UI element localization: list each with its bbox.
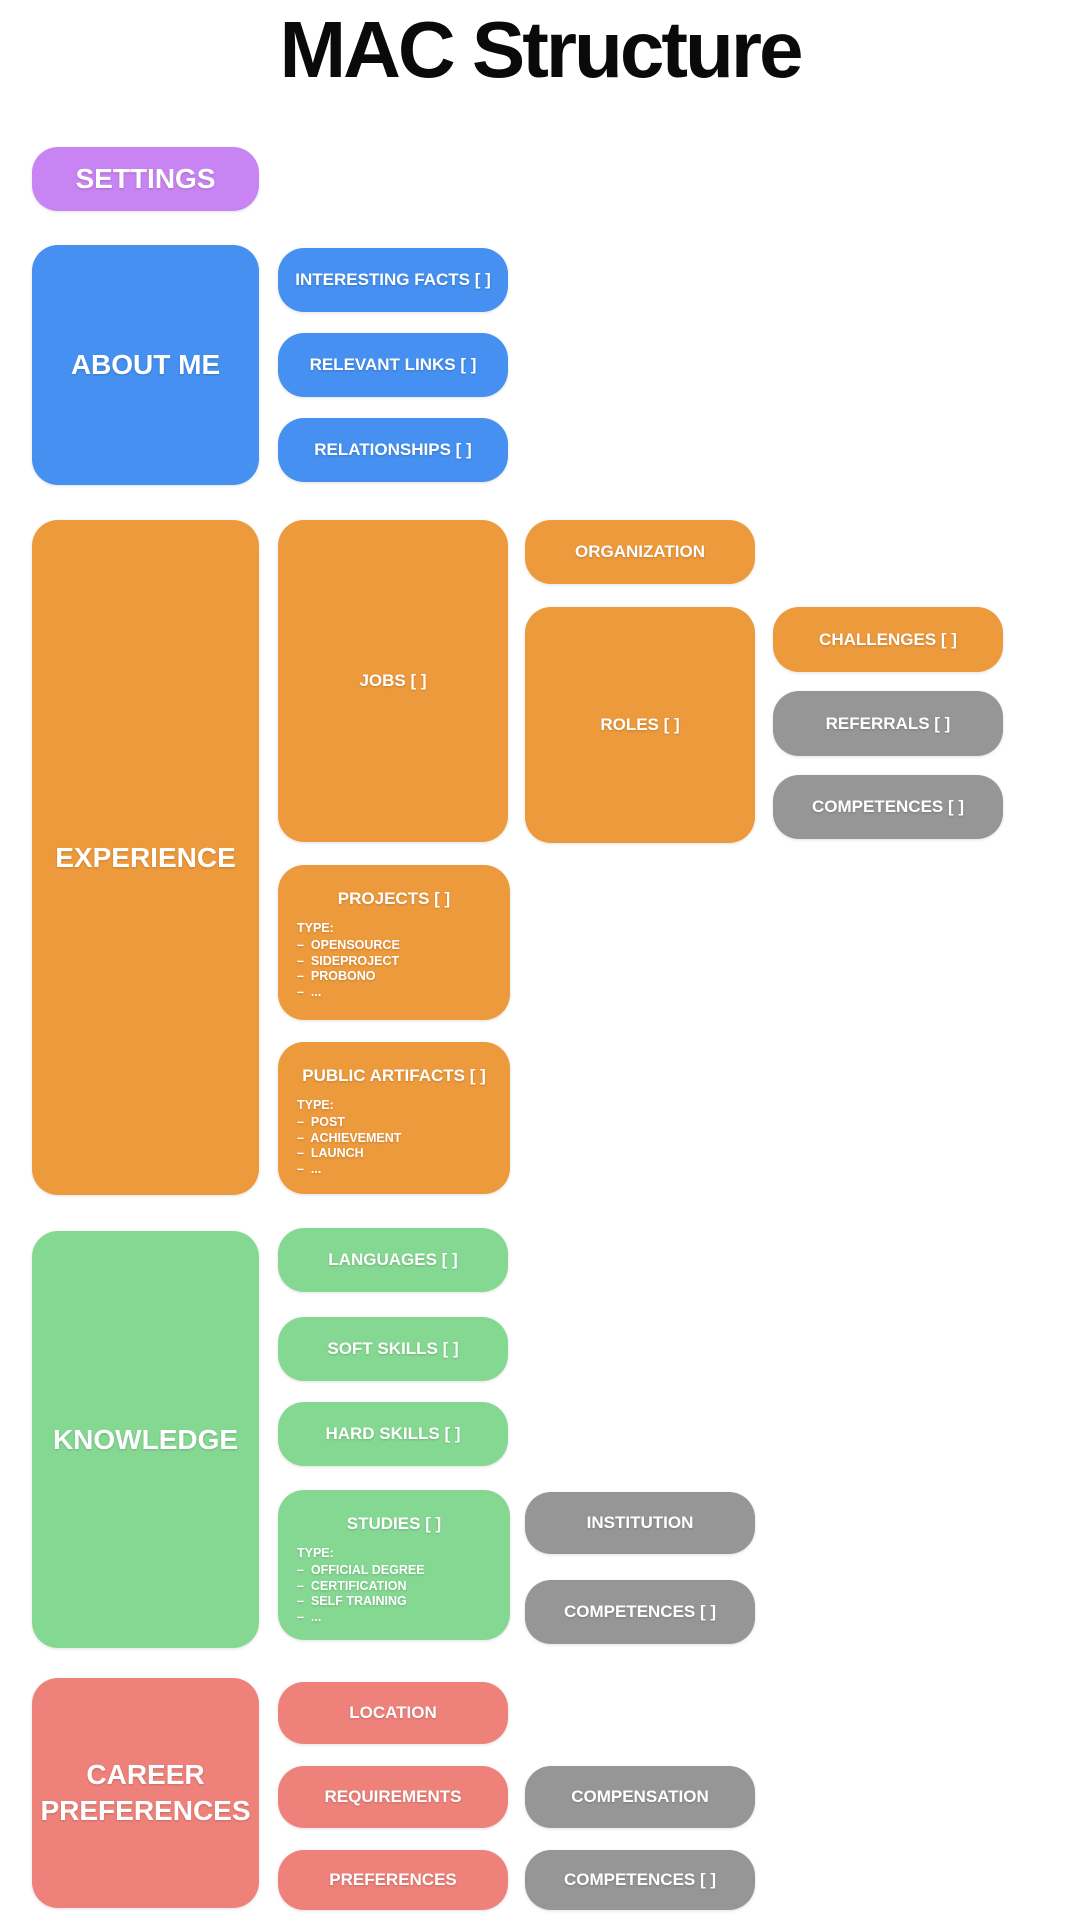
public-artifacts-node: PUBLIC ARTIFACTS [ ] TYPE: – POST– ACHIE… xyxy=(278,1042,510,1194)
location-node: LOCATION xyxy=(278,1682,508,1744)
studies-type-block: TYPE: – OFFICIAL DEGREE– CERTIFICATION– … xyxy=(297,1546,510,1625)
page-title: MAC Structure xyxy=(279,5,803,94)
projects-type-list: – OPENSOURCE– SIDEPROJECT– PROBONO– ... xyxy=(297,938,510,1000)
type-item: – PROBONO xyxy=(297,969,376,983)
relationships-label: RELATIONSHIPS [ ] xyxy=(314,440,472,459)
type-item: – SELF TRAINING xyxy=(297,1594,407,1608)
interesting-facts-node: INTERESTING FACTS [ ] xyxy=(278,248,508,312)
languages-node: LANGUAGES [ ] xyxy=(278,1228,508,1292)
public-artifacts-type-list: – POST– ACHIEVEMENT– LAUNCH– ... xyxy=(297,1115,510,1177)
projects-node: PROJECTS [ ] TYPE: – OPENSOURCE– SIDEPRO… xyxy=(278,865,510,1020)
type-item: – ... xyxy=(297,1609,322,1624)
knowledge-competences-label: COMPETENCES [ ] xyxy=(563,1602,717,1621)
career-competences-node: COMPETENCES [ ] xyxy=(525,1850,755,1910)
type-item: – LAUNCH xyxy=(297,1146,364,1160)
location-label: LOCATION xyxy=(349,1703,437,1722)
relevant-links-label: RELEVANT LINKS [ ] xyxy=(309,355,477,374)
soft-skills-label: SOFT SKILLS [ ] xyxy=(327,1339,459,1358)
experience-label: EXPERIENCE xyxy=(55,841,236,873)
experience-node: EXPERIENCE xyxy=(32,520,259,1195)
knowledge-label: KNOWLEDGE xyxy=(52,1423,239,1455)
public-artifacts-type-block: TYPE: – POST– ACHIEVEMENT– LAUNCH– ... xyxy=(297,1098,510,1177)
settings-label: SETTINGS xyxy=(75,163,216,194)
career-competences-label: COMPETENCES [ ] xyxy=(563,1870,717,1889)
studies-label: STUDIES [ ] xyxy=(346,1514,442,1533)
public-artifacts-label: PUBLIC ARTIFACTS [ ] xyxy=(302,1066,486,1085)
jobs-node: JOBS [ ] xyxy=(278,520,508,842)
knowledge-node: KNOWLEDGE xyxy=(32,1231,259,1648)
projects-label: PROJECTS [ ] xyxy=(337,889,451,908)
relevant-links-node: RELEVANT LINKS [ ] xyxy=(278,333,508,397)
experience-competences-label: COMPETENCES [ ] xyxy=(811,797,965,816)
studies-node: STUDIES [ ] TYPE: – OFFICIAL DEGREE– CER… xyxy=(278,1490,510,1640)
challenges-label: CHALLENGES [ ] xyxy=(819,629,957,649)
hard-skills-label: HARD SKILLS [ ] xyxy=(325,1424,461,1443)
referrals-node: REFERRALS [ ] xyxy=(773,691,1003,756)
preferences-node: PREFERENCES xyxy=(278,1850,508,1910)
studies-type-heading: TYPE: xyxy=(297,1546,334,1560)
type-item: – CERTIFICATION xyxy=(297,1578,407,1593)
type-item: – ACHIEVEMENT xyxy=(297,1130,402,1145)
type-item: – ... xyxy=(297,1161,322,1176)
career-preferences-label: CAREER PREFERENCES xyxy=(40,1759,251,1826)
soft-skills-node: SOFT SKILLS [ ] xyxy=(278,1317,508,1381)
institution-node: INSTITUTION xyxy=(525,1492,755,1554)
referrals-label: REFERRALS [ ] xyxy=(825,713,951,733)
requirements-label: REQUIREMENTS xyxy=(324,1787,462,1806)
jobs-label: JOBS [ ] xyxy=(359,671,427,690)
languages-label: LANGUAGES [ ] xyxy=(328,1250,458,1269)
challenges-node: CHALLENGES [ ] xyxy=(773,607,1003,672)
compensation-node: COMPENSATION xyxy=(525,1766,755,1828)
hard-skills-node: HARD SKILLS [ ] xyxy=(278,1402,508,1466)
type-item: – ... xyxy=(297,984,322,999)
preferences-label: PREFERENCES xyxy=(329,1870,457,1889)
knowledge-competences-node: COMPETENCES [ ] xyxy=(525,1580,755,1644)
projects-type-block: TYPE: – OPENSOURCE– SIDEPROJECT– PROBONO… xyxy=(297,921,510,1000)
settings-node: SETTINGS xyxy=(32,147,259,211)
about-me-node: ABOUT ME xyxy=(32,245,259,485)
career-preferences-node: CAREER PREFERENCES xyxy=(32,1678,259,1908)
projects-type-heading: TYPE: xyxy=(297,921,334,935)
compensation-label: COMPENSATION xyxy=(571,1787,709,1806)
about-me-label: ABOUT ME xyxy=(70,349,221,380)
studies-type-list: – OFFICIAL DEGREE– CERTIFICATION– SELF T… xyxy=(297,1563,510,1625)
requirements-node: REQUIREMENTS xyxy=(278,1766,508,1828)
relationships-node: RELATIONSHIPS [ ] xyxy=(278,418,508,482)
type-item: – OPENSOURCE xyxy=(297,938,400,952)
experience-competences-node: COMPETENCES [ ] xyxy=(773,775,1003,839)
type-item: – POST xyxy=(297,1115,345,1129)
interesting-facts-label: INTERESTING FACTS [ ] xyxy=(295,270,491,289)
type-item: – OFFICIAL DEGREE xyxy=(297,1563,425,1577)
organization-label: ORGANIZATION xyxy=(574,542,705,561)
type-item: – SIDEPROJECT xyxy=(297,953,400,968)
roles-node: ROLES [ ] xyxy=(525,607,755,843)
institution-label: INSTITUTION xyxy=(586,1513,694,1532)
roles-label: ROLES [ ] xyxy=(600,715,680,734)
public-artifacts-type-heading: TYPE: xyxy=(297,1098,334,1112)
organization-node: ORGANIZATION xyxy=(525,520,755,584)
